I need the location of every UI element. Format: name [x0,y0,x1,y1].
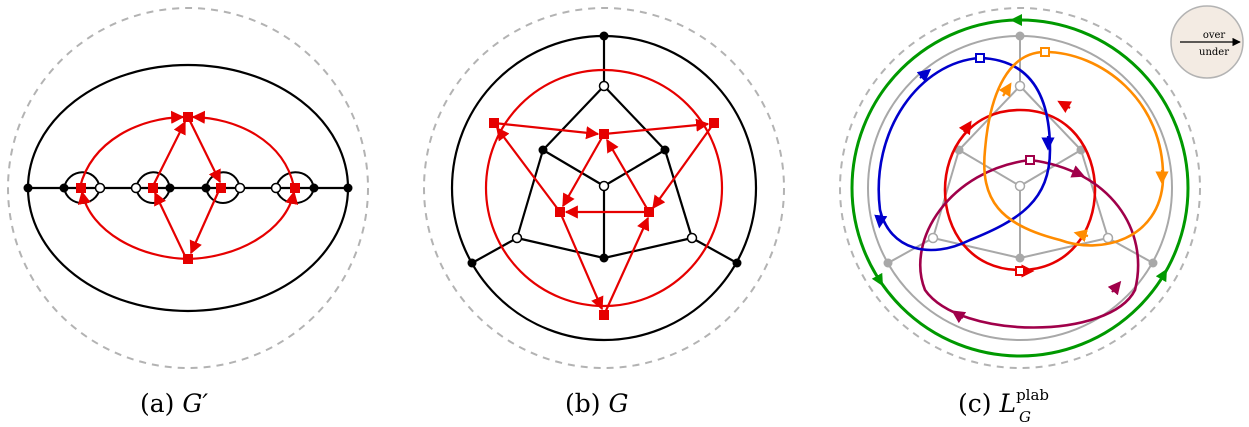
red-square-nodes [76,112,300,264]
gray-white-vertices [927,80,1114,244]
white-vertices [511,80,698,244]
gray-vertices [883,31,1158,268]
red-square-nodes [489,118,719,320]
boundary-dashed-circle [7,7,369,369]
badge-over-label: over [1203,30,1226,41]
orange-square-node [1040,47,1050,57]
purple-strand [919,158,1140,329]
blue-strand [874,56,1055,252]
caption-b: (b) G [565,389,628,418]
panel-b: (b) G [423,7,785,418]
red-quiver [484,68,724,316]
caption-a: (a) G′ [140,389,208,418]
red-square-node [1015,266,1025,276]
black-vertices [467,31,742,268]
purple-square-node [1025,155,1035,165]
panel-a: (a) G′ [7,7,369,418]
graph-edges [471,36,738,264]
green-arrows [871,14,1167,287]
orange-strand [982,50,1169,247]
black-vertices [23,183,353,193]
white-vertices [94,182,282,194]
over-under-badge: over under [1170,5,1244,79]
blue-square-node [975,53,985,63]
red-quiver [77,110,299,261]
boundary-dashed-circle [423,7,785,369]
badge-under-label: under [1199,47,1229,58]
boundary-dashed-circle [839,7,1201,369]
